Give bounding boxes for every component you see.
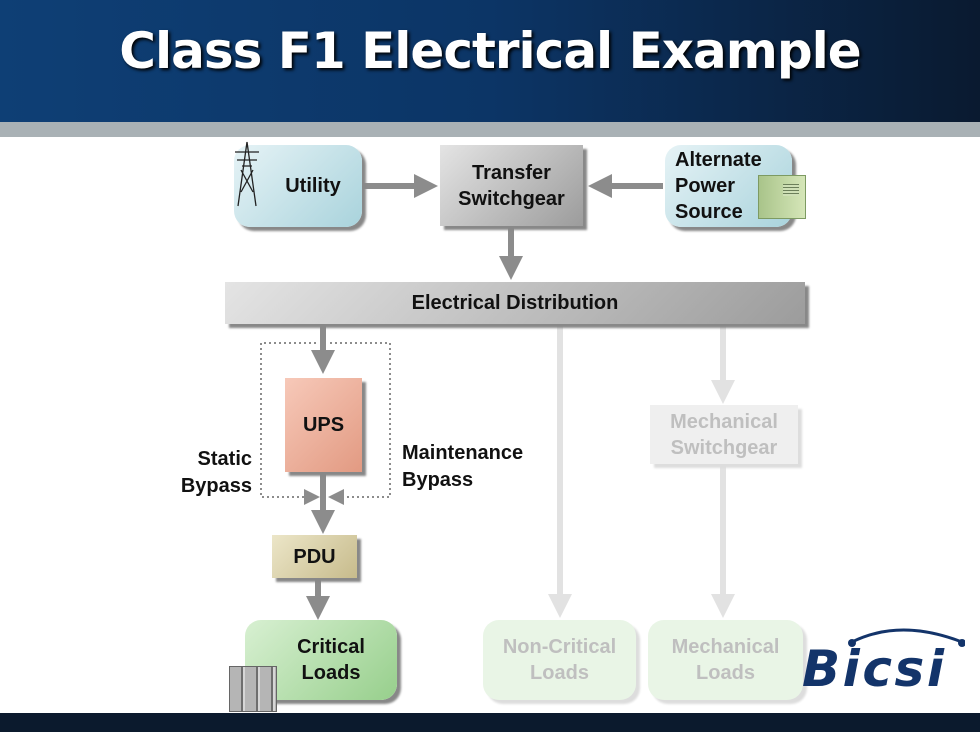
ups-box: UPS: [285, 378, 362, 472]
bicsi-logo: Bicsi: [802, 628, 965, 692]
label-line: Switchgear: [670, 436, 778, 459]
pdu-box: PDU: [272, 535, 357, 578]
label-line: Loads: [530, 662, 589, 684]
footer-bar: [0, 713, 980, 732]
header-banner: [0, 0, 980, 122]
electrical-distribution-bar: Electrical Distribution: [225, 282, 805, 324]
label-line: Switchgear: [458, 187, 565, 210]
label-line: Bypass: [180, 475, 252, 497]
utility-box: Utility: [234, 145, 362, 227]
label-line: Loads: [696, 662, 755, 684]
label-line: Static: [197, 448, 252, 470]
header-band: [0, 122, 980, 137]
power-tower-icon: [235, 141, 259, 207]
label-line: Power: [675, 175, 736, 197]
label-line: Loads: [301, 662, 361, 684]
utility-label: Utility: [285, 175, 341, 197]
slide-title: Class F1 Electrical Example: [119, 22, 861, 80]
label-line: Transfer: [472, 161, 551, 184]
label: PDU: [293, 545, 336, 568]
bypass-paths: [260, 342, 391, 505]
server-racks-icon: [229, 666, 277, 712]
label-line: Non-Critical: [502, 636, 617, 658]
label: Electrical Distribution: [411, 292, 619, 314]
label-line: Critical: [297, 636, 365, 658]
label: UPS: [302, 414, 345, 436]
generator-icon: [758, 175, 806, 219]
svg-text:Bicsi: Bicsi: [802, 640, 945, 692]
label-line: Alternate: [675, 149, 762, 171]
label-line: Mechanical: [670, 410, 778, 433]
label-line: Maintenance: [402, 442, 524, 464]
label-line: Source: [675, 201, 743, 223]
label-line: Bypass: [402, 469, 474, 491]
label-line: Mechanical: [671, 636, 780, 658]
